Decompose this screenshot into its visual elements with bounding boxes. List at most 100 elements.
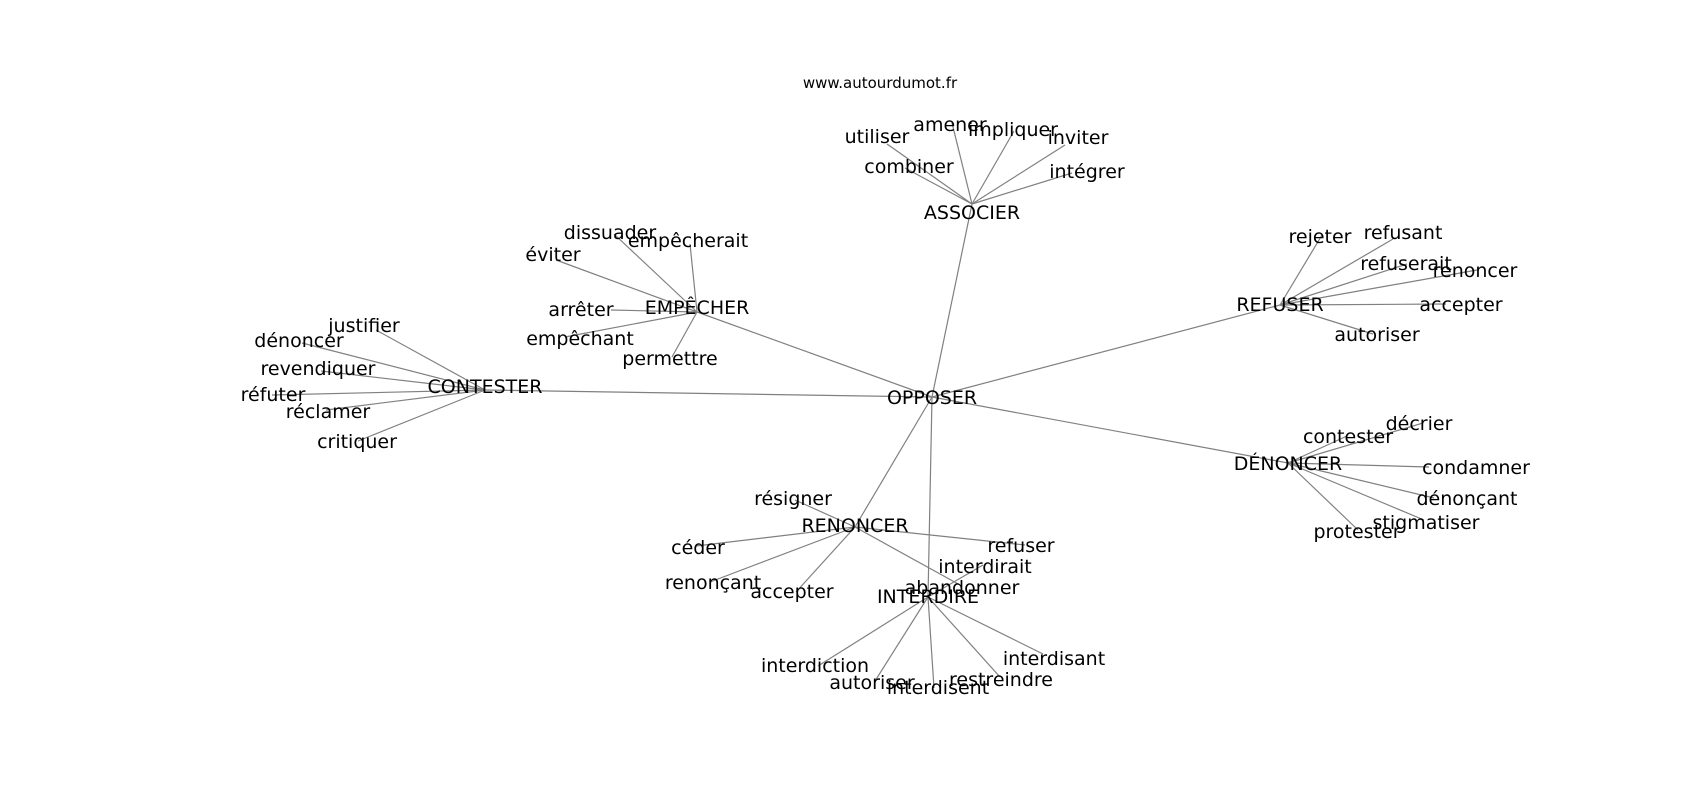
edge-contester-justifier bbox=[375, 329, 486, 391]
leaf-node-abandonner: abandonner bbox=[905, 577, 1020, 599]
edge-refuser-accepter bbox=[1279, 303, 1447, 306]
leaf-node-refuser: refuser bbox=[987, 535, 1054, 557]
leaf-node-stigmatiser: stigmatiser bbox=[1373, 512, 1480, 534]
leaf-node-refuter: réfuter bbox=[241, 384, 306, 406]
leaf-node-interdisant: interdisant bbox=[1003, 648, 1105, 670]
leaf-node-accepter: accepter bbox=[750, 581, 833, 603]
edge-associer-combiner bbox=[904, 167, 973, 205]
root-node-label: OPPOSER bbox=[887, 387, 977, 409]
edge-empecher-eviter bbox=[555, 259, 698, 313]
hub-node-associer: ASSOCIER bbox=[924, 202, 1020, 224]
leaf-node-denoncant: dénonçant bbox=[1416, 488, 1517, 510]
edge-denoncer-denoncant bbox=[1287, 462, 1435, 499]
leaf-node-rejeter: rejeter bbox=[1288, 226, 1351, 248]
edge-renoncer-renoncant bbox=[709, 526, 856, 583]
edge-interdire-restreindre bbox=[927, 596, 1001, 678]
edge-associer-utiliser bbox=[886, 143, 973, 205]
edge-interdire-autoriser bbox=[874, 596, 929, 682]
edge-root-empecher bbox=[696, 311, 933, 398]
edge-empecher-empecherait bbox=[689, 243, 698, 313]
leaf-node-critiquer: critiquer bbox=[317, 431, 397, 453]
labels: OPPOSERASSOCIERutiliseramenerimpliquerin… bbox=[241, 114, 1531, 699]
hub-node-renoncer: RENONCER bbox=[801, 515, 908, 537]
edge-refuser-autoriser bbox=[1279, 304, 1374, 335]
edge-denoncer-decrier bbox=[1287, 422, 1424, 464]
leaf-node-restreindre: restreindre bbox=[949, 669, 1053, 691]
leaf-node-interdirait: interdirait bbox=[938, 556, 1031, 578]
hub-node-denoncer: DÉNONCER bbox=[1234, 452, 1343, 475]
edge-root-renoncer bbox=[854, 396, 933, 528]
hub-node-refuser: REFUSER bbox=[1236, 294, 1323, 316]
edge-root-denoncer bbox=[931, 396, 1289, 464]
edges bbox=[271, 122, 1478, 689]
leaf-node-impliquer: impliquer bbox=[968, 119, 1058, 141]
edge-associer-amener bbox=[951, 122, 973, 205]
edge-renoncer-ceder bbox=[695, 526, 856, 547]
edge-contester-critiquer bbox=[357, 389, 486, 442]
leaf-node-autoriser: autoriser bbox=[829, 672, 914, 694]
edge-renoncer-abandonner bbox=[854, 526, 961, 586]
leaf-node-empecherait: empêcherait bbox=[628, 230, 748, 252]
leaf-node-eviter: éviter bbox=[525, 244, 580, 266]
leaf-node-decrier: décrier bbox=[1386, 413, 1453, 435]
edge-empecher-arreter bbox=[610, 309, 698, 313]
edge-refuser-renoncer bbox=[1279, 269, 1478, 306]
edge-denoncer-condamner bbox=[1287, 462, 1430, 468]
edge-renoncer-accepter bbox=[795, 526, 856, 593]
edge-root-interdire bbox=[927, 396, 933, 598]
leaf-node-inviter: inviter bbox=[1048, 127, 1109, 149]
edge-associer-integrer bbox=[971, 172, 1073, 205]
edge-empecher-dissuader bbox=[613, 233, 698, 313]
edge-refuser-refuserait bbox=[1279, 263, 1408, 306]
leaf-node-autoriser: autoriser bbox=[1334, 324, 1419, 346]
edge-interdire-interdirait bbox=[927, 564, 984, 598]
leaf-node-permettre: permettre bbox=[622, 348, 717, 370]
edge-contester-reclamer bbox=[325, 389, 486, 411]
edge-denoncer-stigmatiser bbox=[1287, 462, 1425, 521]
leaf-node-combiner: combiner bbox=[864, 156, 954, 178]
leaf-node-integrer: intégrer bbox=[1049, 161, 1125, 183]
hub-node-interdire: INTERDIRE bbox=[877, 586, 979, 608]
leaf-node-amener: amener bbox=[913, 114, 987, 136]
edge-root-associer bbox=[931, 203, 973, 398]
leaf-node-utiliser: utiliser bbox=[845, 126, 910, 148]
leaf-node-accepter: accepter bbox=[1419, 294, 1502, 316]
watermark: www.autourdumot.fr bbox=[803, 74, 958, 92]
edge-root-refuser bbox=[931, 304, 1281, 398]
leaf-node-dissuader: dissuader bbox=[564, 222, 657, 244]
edge-denoncer-protester bbox=[1287, 462, 1359, 531]
hub-node-empecher: EMPÊCHER bbox=[645, 296, 750, 319]
leaf-node-interdisent: interdisent bbox=[887, 677, 989, 699]
edge-contester-denoncer bbox=[301, 342, 486, 391]
edge-interdire-interdiction bbox=[817, 596, 929, 667]
edge-refuser-refusant bbox=[1279, 238, 1394, 306]
leaf-node-renoncant: renonçant bbox=[665, 572, 761, 594]
leaf-node-protester: protester bbox=[1313, 521, 1400, 543]
leaf-node-resigner: résigner bbox=[754, 488, 832, 510]
edge-root-contester bbox=[484, 389, 933, 398]
hub-node-contester: CONTESTER bbox=[428, 376, 543, 398]
edge-interdire-interdisant bbox=[927, 596, 1044, 655]
leaf-node-condamner: condamner bbox=[1422, 457, 1530, 479]
leaf-node-denoncer: dénoncer bbox=[254, 330, 344, 352]
edge-associer-inviter bbox=[971, 144, 1066, 205]
leaf-node-refusant: refusant bbox=[1364, 222, 1443, 244]
leaf-node-contester: contester bbox=[1303, 426, 1393, 448]
edge-empecher-permettre bbox=[671, 311, 698, 358]
edge-interdire-interdisent bbox=[927, 596, 935, 689]
edge-renoncer-resigner bbox=[794, 499, 856, 528]
edge-denoncer-contester bbox=[1287, 435, 1348, 464]
leaf-node-revendiquer: revendiquer bbox=[260, 358, 375, 380]
leaf-node-justifier: justifier bbox=[327, 315, 400, 337]
edge-contester-refuter bbox=[271, 389, 486, 396]
leaf-node-refuserait: refuserait bbox=[1360, 253, 1452, 275]
leaf-node-arreter: arrêter bbox=[548, 299, 613, 321]
leaf-node-empechant: empêchant bbox=[526, 328, 634, 350]
leaf-node-interdiction: interdiction bbox=[761, 655, 869, 677]
edge-renoncer-refuser bbox=[854, 526, 1026, 546]
leaf-node-renoncer: renoncer bbox=[1433, 260, 1518, 282]
leaf-node-reclamer: réclamer bbox=[286, 401, 371, 423]
edge-refuser-rejeter bbox=[1279, 234, 1323, 306]
leaf-node-ceder: céder bbox=[671, 537, 725, 559]
